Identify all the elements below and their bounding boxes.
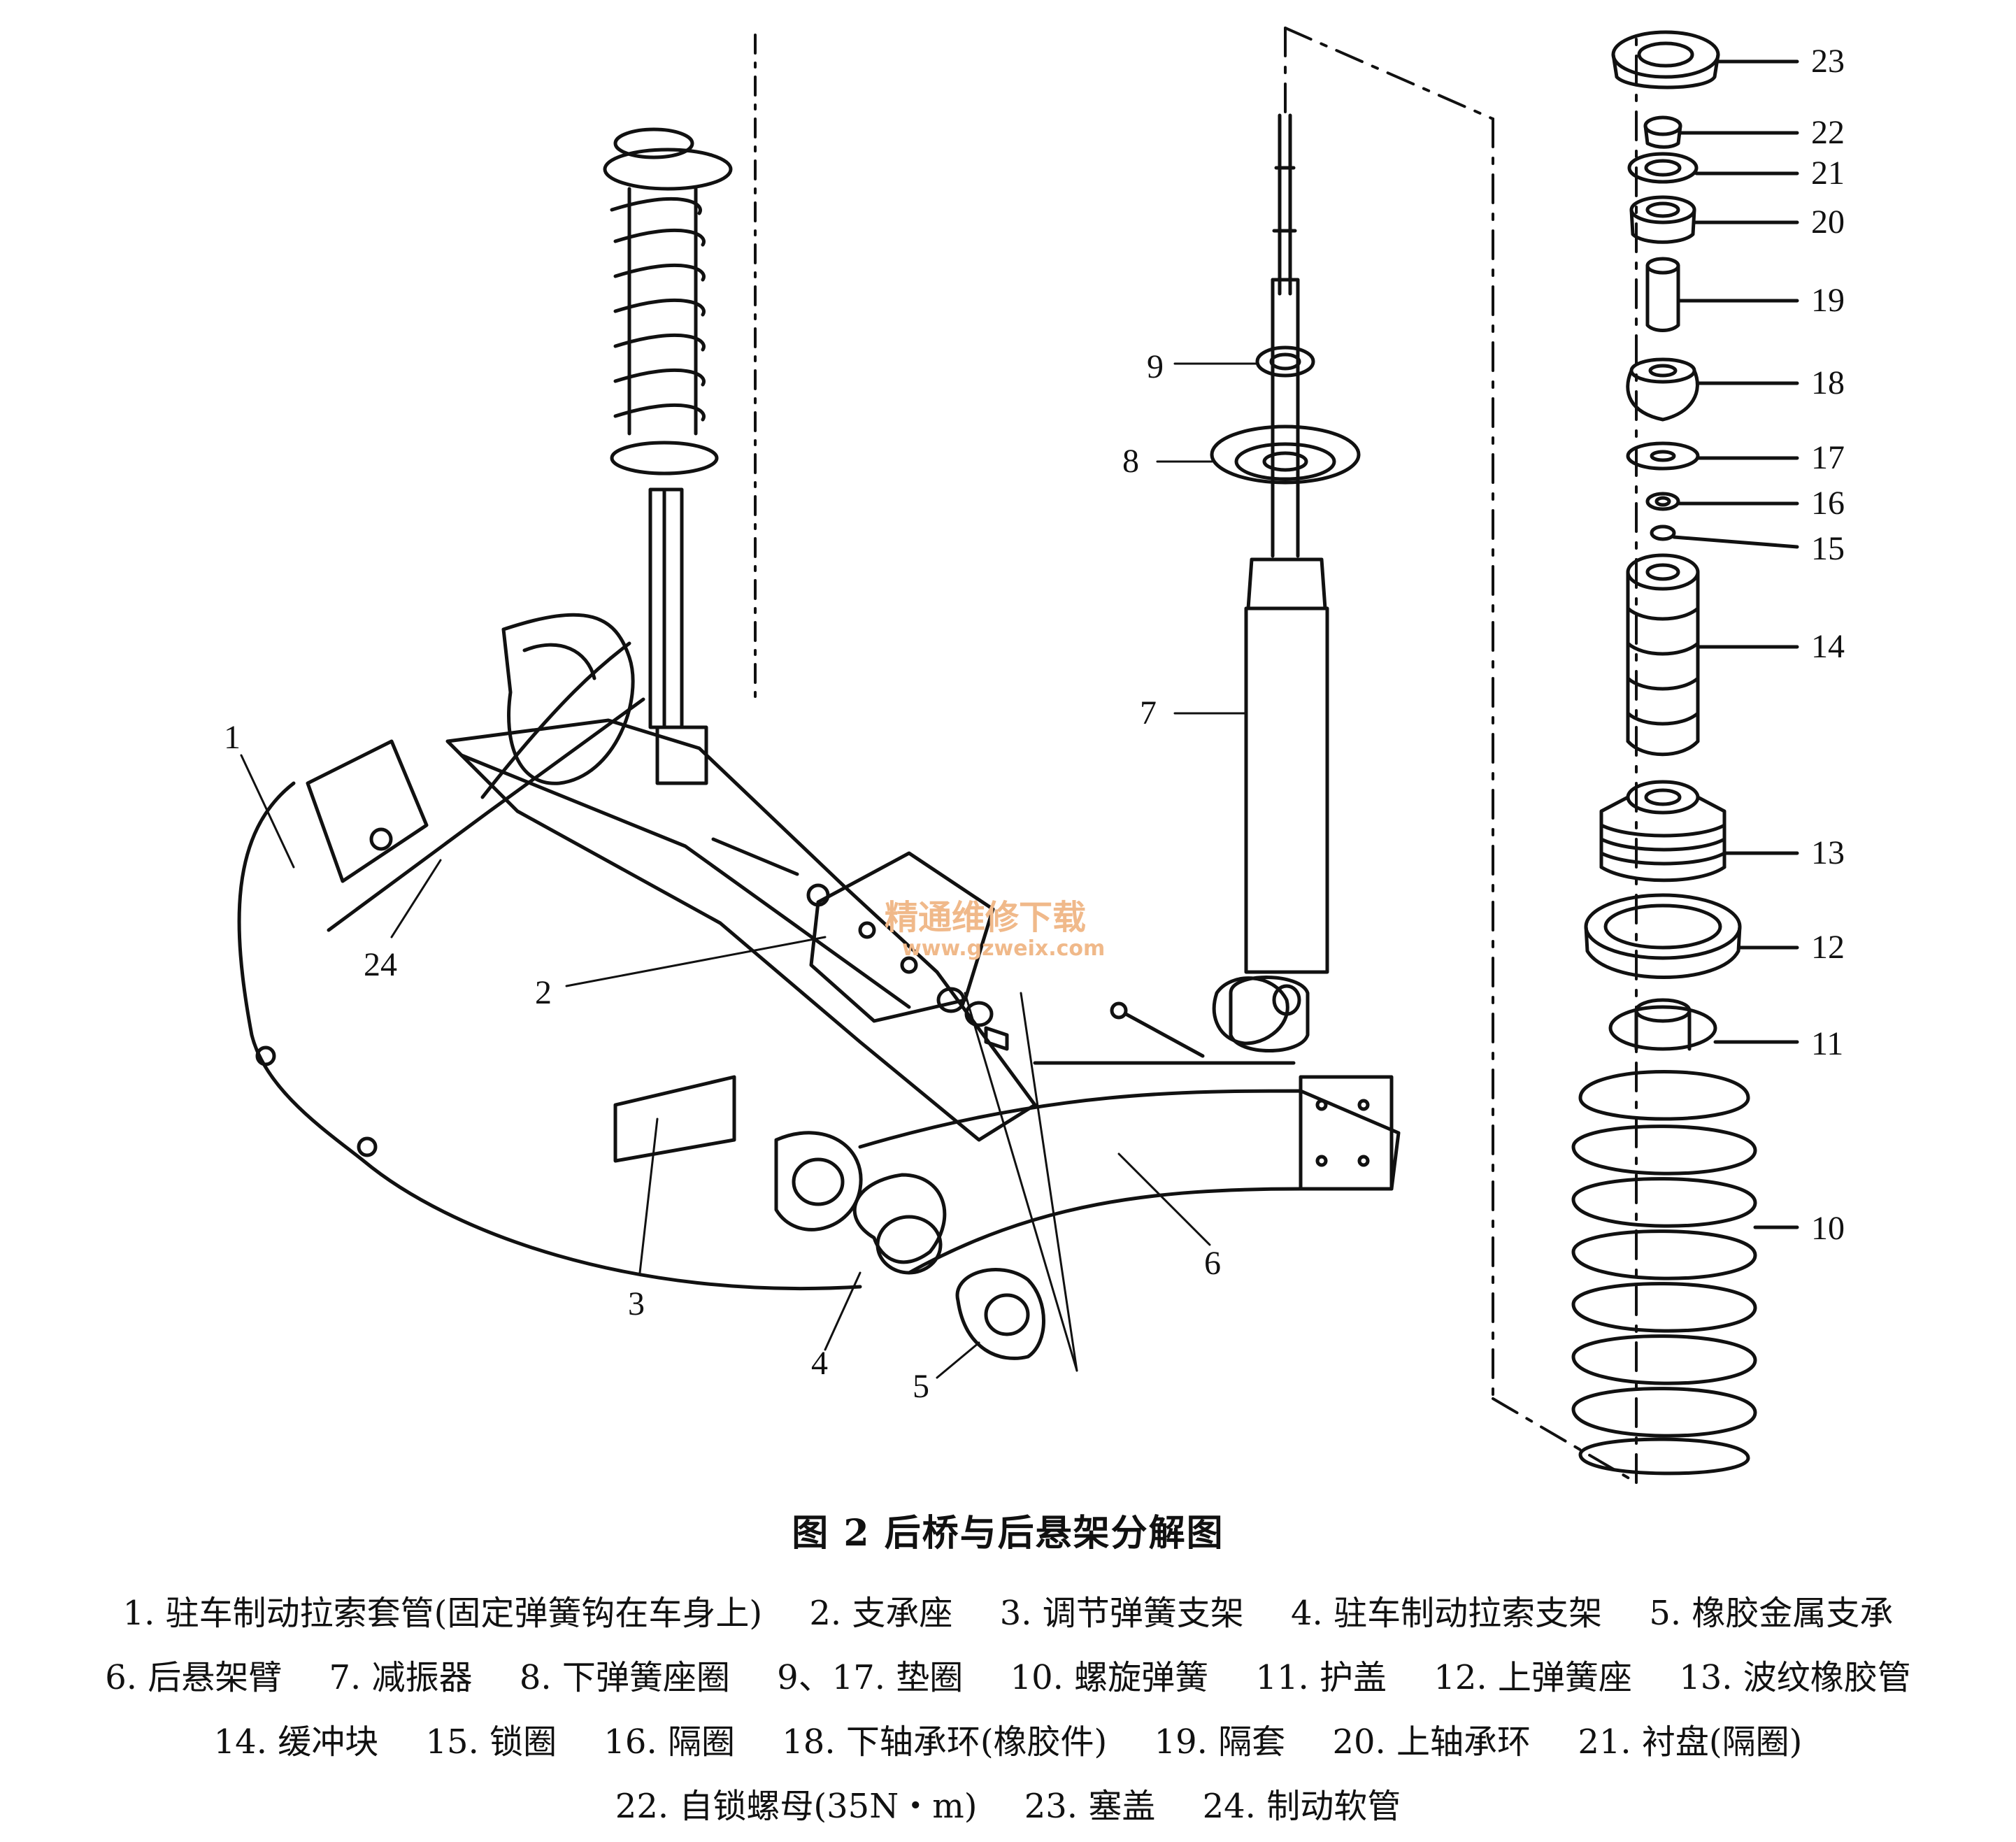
legend-line-3: 14. 缓冲块 15. 锁圈 16. 隔圈 18. 下轴承环(橡胶件) 19. … <box>0 1710 2016 1774</box>
shock-absorber <box>754 34 1361 1052</box>
legend-item: 16. 隔圈 <box>603 1722 735 1762</box>
legend-item: 19. 隔套 <box>1154 1722 1286 1762</box>
callout-6: 6 <box>1204 1245 1221 1282</box>
callout-23: 23 <box>1811 43 1845 80</box>
callout-15: 15 <box>1811 530 1845 567</box>
callout-18: 18 <box>1811 364 1845 401</box>
exploded-part-stack <box>1571 30 1799 1476</box>
legend-item: 10. 螺旋弹簧 <box>1010 1658 1209 1697</box>
legend-item: 20. 上轴承环 <box>1332 1722 1531 1762</box>
rubber-metal-mount <box>955 1268 1045 1360</box>
legend-item: 3. 调节弹簧支架 <box>999 1594 1244 1633</box>
watermark: 精通维修下载 www.gzweix.com <box>885 898 1105 961</box>
callout-10: 10 <box>1811 1210 1845 1247</box>
callout-20: 20 <box>1811 204 1845 241</box>
support-seat <box>711 837 1301 1058</box>
legend-item: 24. 制动软管 <box>1202 1787 1401 1826</box>
callout-5: 5 <box>913 1368 929 1405</box>
callout-8: 8 <box>1122 443 1139 480</box>
legend-line-2: 6. 后悬架臂 7. 减振器 8. 下弹簧座圈 9、17. 垫圈 10. 螺旋弹… <box>0 1645 2016 1710</box>
legend-item: 4. 驻车制动拉索支架 <box>1291 1594 1603 1633</box>
callout-16: 16 <box>1811 485 1845 522</box>
figure-caption: 图 2 后桥与后悬架分解图 1. 驻车制动拉索套管(固定弹簧钩在车身上) 2. … <box>0 1504 2016 1839</box>
legend-line-4: 22. 自锁螺母(35N・m) 23. 塞盖 24. 制动软管 <box>0 1774 2016 1839</box>
brake-cable <box>237 641 862 1290</box>
callout-3: 3 <box>628 1285 645 1322</box>
callout-11: 11 <box>1811 1025 1843 1062</box>
figure-title: 图 2 后桥与后悬架分解图 <box>792 1512 1224 1555</box>
callout-17: 17 <box>1811 439 1845 476</box>
callout-19: 19 <box>1811 282 1845 319</box>
callout-9: 9 <box>1147 348 1164 385</box>
callout-4: 4 <box>811 1345 828 1382</box>
legend-item: 6. 后悬架臂 <box>105 1658 283 1697</box>
legend-item: 23. 塞盖 <box>1024 1787 1156 1826</box>
assembly-axis-line <box>1284 27 1638 1484</box>
legend-item: 1. 驻车制动拉索套管(固定弹簧钩在车身上) <box>122 1594 763 1633</box>
legend-item: 7. 减振器 <box>329 1658 473 1697</box>
leader-lines <box>240 362 1259 1379</box>
watermark-text: 精通维修下载 <box>885 898 1086 937</box>
legend-item: 21. 衬盘(隔圈) <box>1578 1722 1803 1762</box>
legend-item: 13. 波纹橡胶管 <box>1679 1658 1911 1697</box>
legend-item: 22. 自锁螺母(35N・m) <box>615 1787 978 1826</box>
legend-item: 9、17. 垫圈 <box>777 1658 964 1697</box>
legend-item: 15. 锁圈 <box>425 1722 557 1762</box>
legend-item: 8. 下弹簧座圈 <box>519 1658 730 1697</box>
legend-item: 11. 护盖 <box>1255 1658 1387 1697</box>
callout-14: 14 <box>1811 628 1845 665</box>
legend-item: 5. 橡胶金属支承 <box>1649 1594 1894 1633</box>
legend-item: 2. 支承座 <box>809 1594 953 1633</box>
legend-item: 18. 下轴承环(橡胶件) <box>782 1722 1108 1762</box>
callout-13: 13 <box>1811 834 1845 871</box>
callout-22: 22 <box>1811 114 1845 151</box>
callout-21: 21 <box>1811 155 1845 192</box>
callout-1: 1 <box>224 719 241 756</box>
watermark-url: www.gzweix.com <box>902 936 1105 961</box>
legend-line-1: 1. 驻车制动拉索套管(固定弹簧钩在车身上) 2. 支承座 3. 调节弹簧支架 … <box>0 1581 2016 1645</box>
callout-2: 2 <box>535 974 552 1011</box>
assembled-strut <box>603 127 733 785</box>
legend-item: 12. 上弹簧座 <box>1434 1658 1632 1697</box>
callout-12: 12 <box>1811 929 1845 966</box>
callout-7: 7 <box>1140 694 1157 731</box>
callout-24: 24 <box>364 946 397 983</box>
legend-item: 14. 缓冲块 <box>213 1722 379 1762</box>
callout-labels: 1 2 3 4 5 6 7 8 9 10 11 12 13 14 15 16 1… <box>224 43 1845 1405</box>
